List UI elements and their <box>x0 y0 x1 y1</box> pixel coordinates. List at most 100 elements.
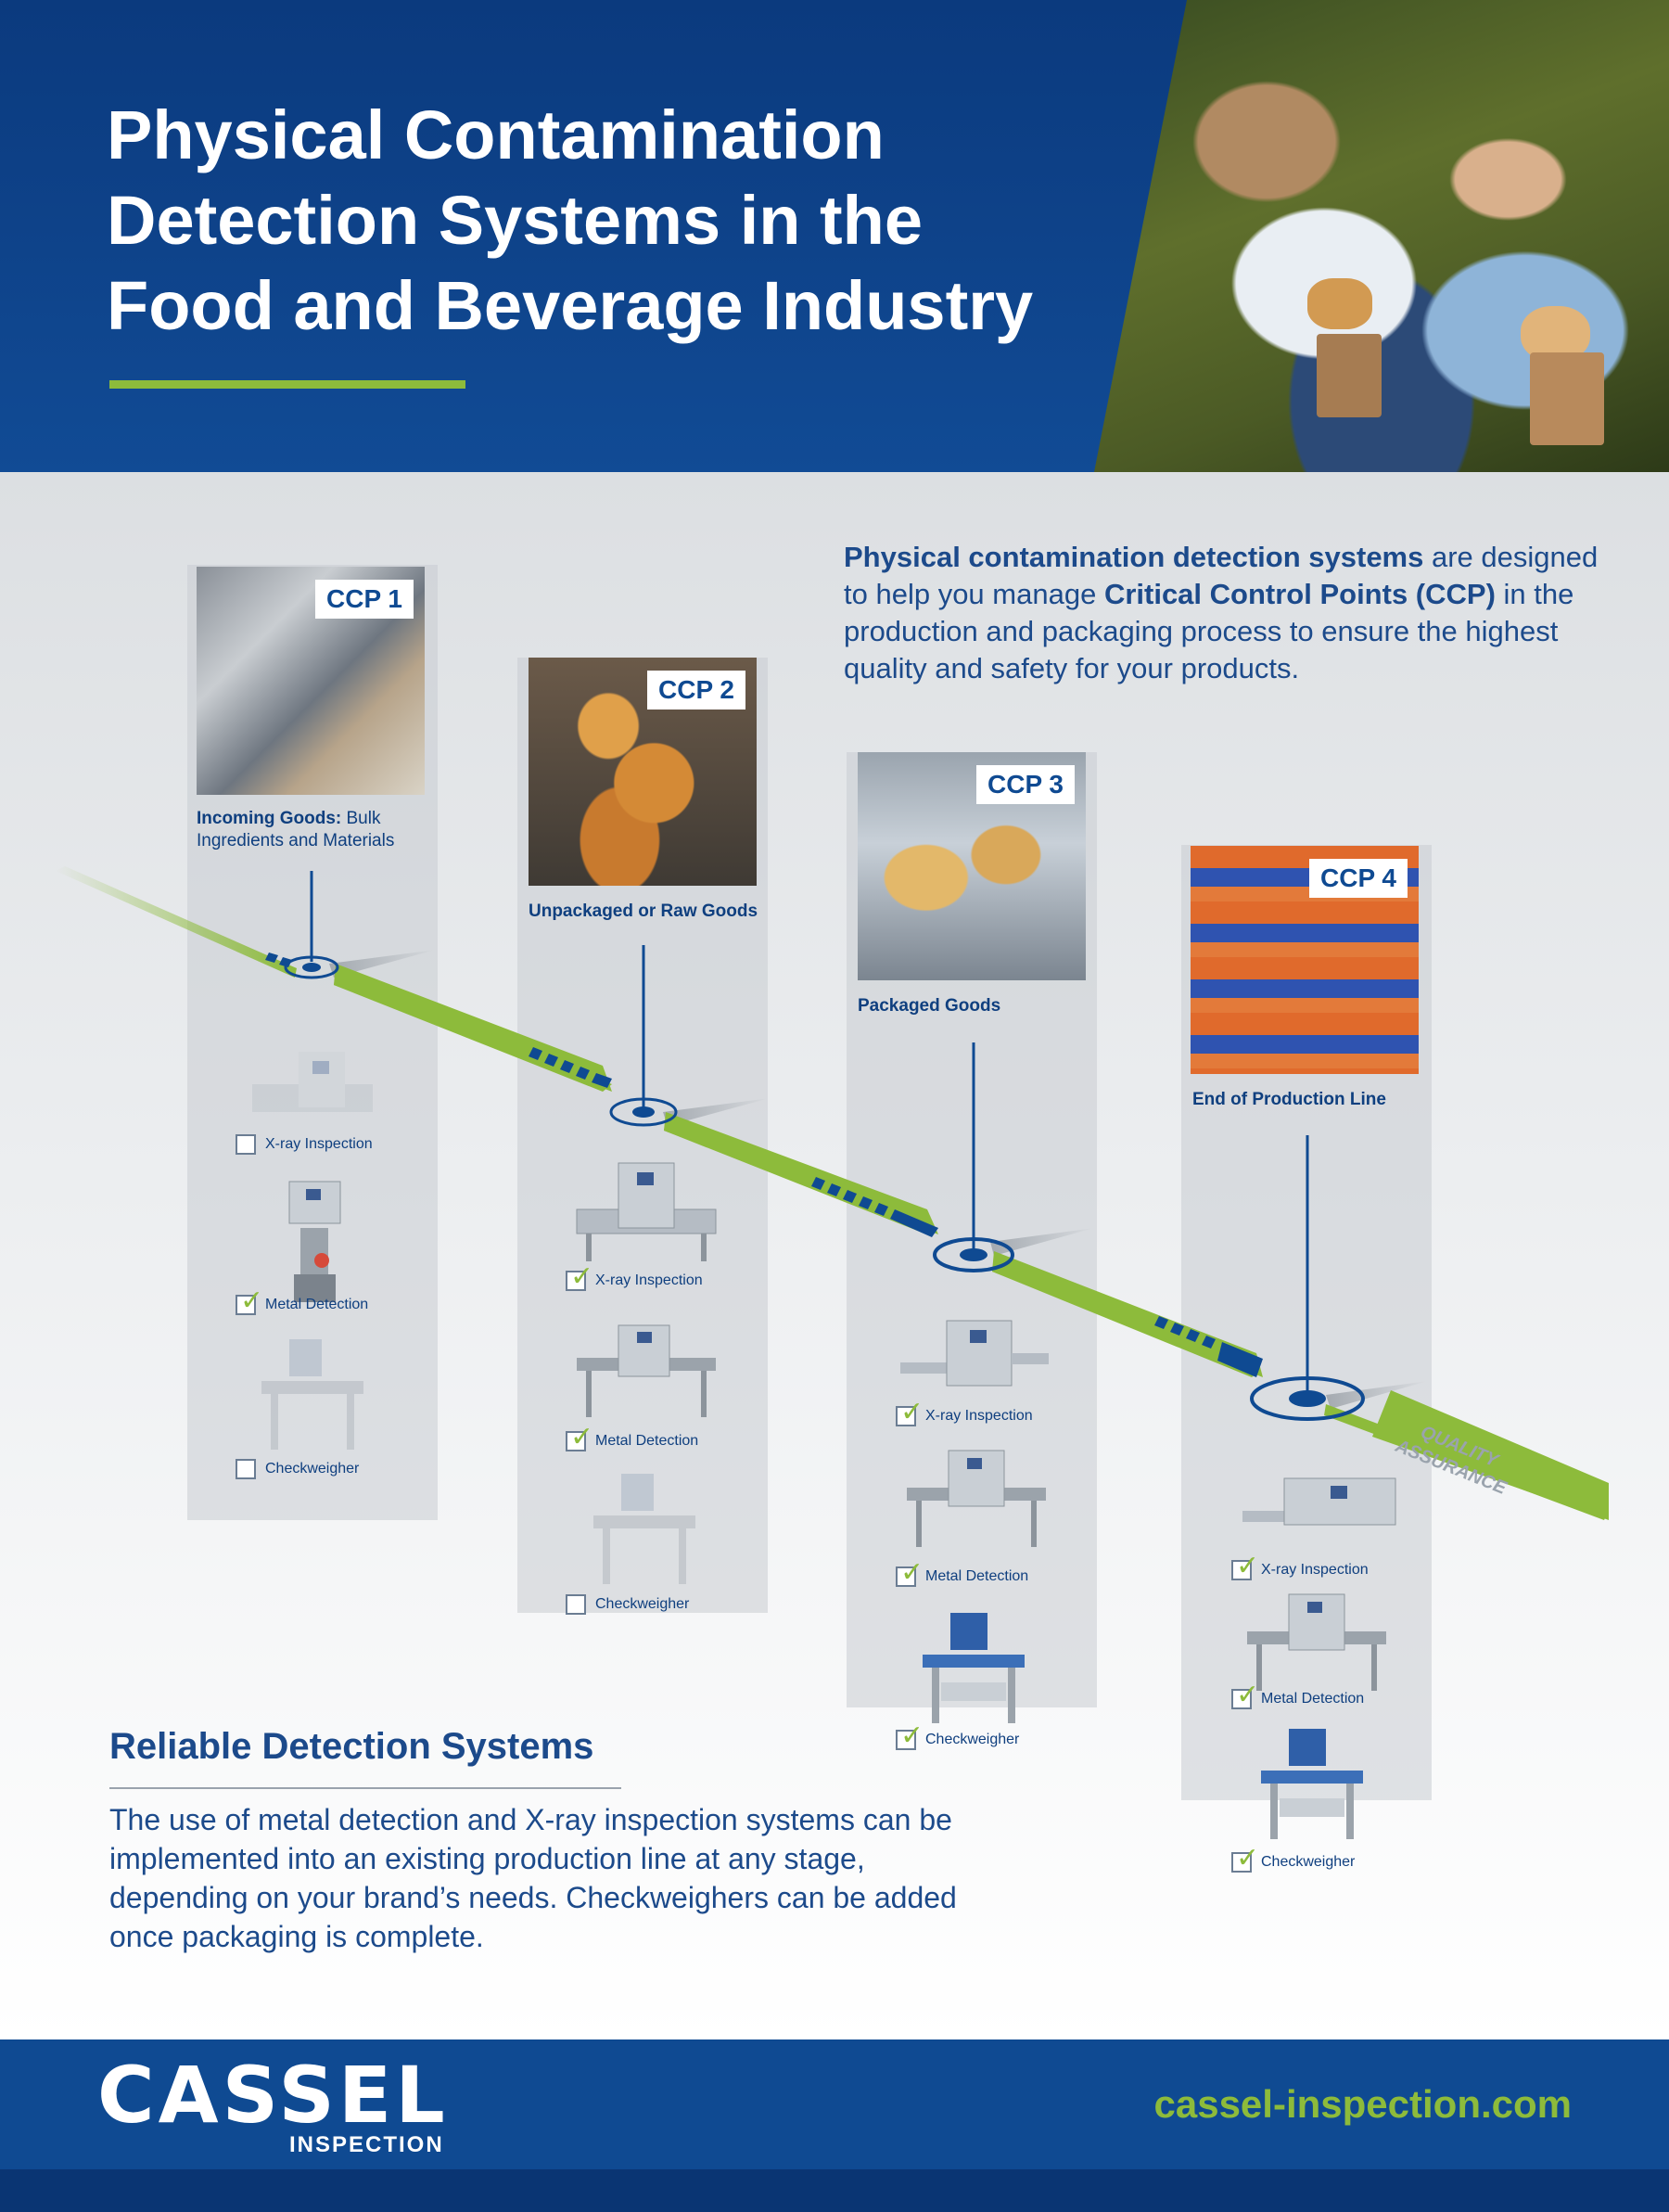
ccp-label-rest: Bulk Ingredients and Materials <box>197 809 395 850</box>
intro-bold: Physical contamination detection systems <box>844 541 1424 573</box>
option-row: ✓Metal Detection <box>236 1287 369 1315</box>
checkbox[interactable]: ✓ <box>236 1287 263 1315</box>
checkbox[interactable]: ✓ <box>1231 1553 1259 1580</box>
metal-detector-image <box>1247 1593 1386 1691</box>
checkbox[interactable]: ✓ <box>896 1559 924 1587</box>
production-line-arrow: QUALITY ASSURANCE <box>56 866 1609 1520</box>
option-label: Checkweigher <box>1261 1854 1356 1870</box>
title-underline <box>109 380 465 389</box>
option-row: ✓Metal Detection <box>566 1424 699 1451</box>
ccp-4-label: End of Production Line <box>1192 1089 1433 1111</box>
metal-detector-image <box>907 1450 1046 1547</box>
option-row: X-ray Inspection <box>236 1134 373 1155</box>
option-row: ✓Checkweigher <box>896 1722 1020 1750</box>
ccp-2-photo: CCP 2 <box>529 658 757 886</box>
paper-bag-shape <box>1530 352 1604 445</box>
ccp-3-photo: CCP 3 <box>858 752 1086 980</box>
section-title: Reliable Detection Systems <box>109 1726 594 1767</box>
checkweigher-image <box>1261 1729 1363 1839</box>
option-label: Metal Detection <box>595 1433 699 1449</box>
ccp-label-bold: End of Production Line <box>1192 1090 1386 1109</box>
intro-text: are designed to help you manage <box>844 541 1599 610</box>
ccp-badge: CCP 2 <box>647 671 745 710</box>
section-body: The use of metal detection and X-ray ins… <box>109 1803 957 1953</box>
ccp-1-label: Incoming Goods: Bulk Ingredients and Mat… <box>197 808 438 852</box>
checkweigher-image <box>593 1474 695 1584</box>
section-divider <box>109 1787 621 1789</box>
checkweigher-image <box>923 1613 1025 1723</box>
title-line: Detection Systems in the <box>107 182 924 259</box>
ccp-badge: CCP 4 <box>1309 859 1408 898</box>
option-row: ✓Metal Detection <box>896 1559 1029 1587</box>
ccp-label-bold: Packaged Goods <box>858 996 1001 1016</box>
title-line: Food and Beverage Industry <box>107 267 1034 344</box>
arrow-stripes <box>265 953 1263 1377</box>
checkweigher-image <box>261 1339 363 1450</box>
footer-bar: CASSEL INSPECTION cassel-inspection.com <box>0 2039 1669 2169</box>
checkbox[interactable] <box>566 1594 586 1615</box>
option-label: Checkweigher <box>265 1461 360 1477</box>
check-icon: ✓ <box>900 1397 924 1427</box>
checkbox[interactable]: ✓ <box>1231 1681 1259 1709</box>
check-icon: ✓ <box>1236 1551 1260 1581</box>
option-row: ✓X-ray Inspection <box>566 1263 703 1291</box>
option-row: Checkweigher <box>236 1459 359 1479</box>
check-icon: ✓ <box>570 1261 594 1292</box>
option-label: Checkweigher <box>925 1732 1020 1747</box>
check-icon: ✓ <box>1236 1680 1260 1710</box>
header-banner: Physical Contamination Detection Systems… <box>0 0 1669 472</box>
metal-detector-image <box>288 1181 341 1302</box>
checkbox[interactable]: ✓ <box>566 1424 593 1451</box>
logo-subtitle: INSPECTION <box>289 2132 444 2157</box>
checkbox[interactable]: ✓ <box>1231 1845 1259 1873</box>
ccp-1-photo: CCP 1 <box>197 567 425 795</box>
xray-machine-image <box>900 1320 1049 1387</box>
metal-detector-image <box>577 1324 716 1417</box>
option-label: X-ray Inspection <box>1261 1562 1369 1578</box>
option-label: X-ray Inspection <box>925 1408 1033 1424</box>
checkbox[interactable]: ✓ <box>896 1399 924 1426</box>
page-title: Physical Contamination Detection Systems… <box>107 93 1127 349</box>
ccp-drop-lines <box>310 871 1309 1398</box>
title-line: Physical Contamination <box>107 96 885 173</box>
option-row: ✓X-ray Inspection <box>1231 1553 1369 1580</box>
family-photo <box>1094 0 1669 472</box>
intro-paragraph: Physical contamination detection systems… <box>844 539 1604 687</box>
sandwich-shape <box>1307 278 1372 329</box>
option-label: Metal Detection <box>925 1568 1029 1584</box>
checkbox[interactable]: ✓ <box>566 1263 593 1291</box>
ccp-label-bold: Incoming Goods: <box>197 809 342 828</box>
check-icon: ✓ <box>900 1720 924 1751</box>
option-label: Metal Detection <box>1261 1691 1365 1707</box>
ccp-badge: CCP 1 <box>315 580 414 619</box>
check-icon: ✓ <box>240 1285 264 1316</box>
website-link[interactable]: cassel-inspection.com <box>1153 2082 1573 2126</box>
cassel-logo[interactable]: CASSEL <box>97 2050 449 2141</box>
checkbox[interactable]: ✓ <box>896 1722 924 1750</box>
option-row: ✓X-ray Inspection <box>896 1399 1033 1426</box>
option-label: Metal Detection <box>265 1297 369 1312</box>
ccp-3-label: Packaged Goods <box>858 995 1099 1017</box>
check-icon: ✓ <box>900 1557 924 1588</box>
checkbox[interactable] <box>236 1459 256 1479</box>
xray-machine-image <box>576 1162 717 1261</box>
option-label: X-ray Inspection <box>595 1272 703 1288</box>
ccp-rings <box>284 955 1365 1421</box>
footer-strip <box>0 2169 1669 2212</box>
option-row: ✓Checkweigher <box>1231 1845 1356 1873</box>
ccp-4-photo: CCP 4 <box>1191 846 1419 1074</box>
intro-text: in the production and packaging process … <box>844 578 1574 684</box>
ccp-2-label: Unpackaged or Raw Goods <box>529 901 770 923</box>
option-label: Checkweigher <box>595 1596 690 1612</box>
main-content: Physical contamination detection systems… <box>0 472 1669 2039</box>
check-icon: ✓ <box>1236 1843 1260 1873</box>
paper-bag-shape <box>1317 334 1382 417</box>
ring-shadows <box>329 950 1428 1409</box>
ccp-badge: CCP 3 <box>976 765 1075 804</box>
option-row: Checkweigher <box>566 1594 689 1615</box>
ccp-label-bold: Unpackaged or Raw Goods <box>529 901 758 921</box>
intro-bold: Critical Control Points (CCP) <box>1103 578 1496 610</box>
option-label: X-ray Inspection <box>265 1136 373 1152</box>
option-row: ✓Metal Detection <box>1231 1681 1365 1709</box>
checkbox[interactable] <box>236 1134 256 1155</box>
